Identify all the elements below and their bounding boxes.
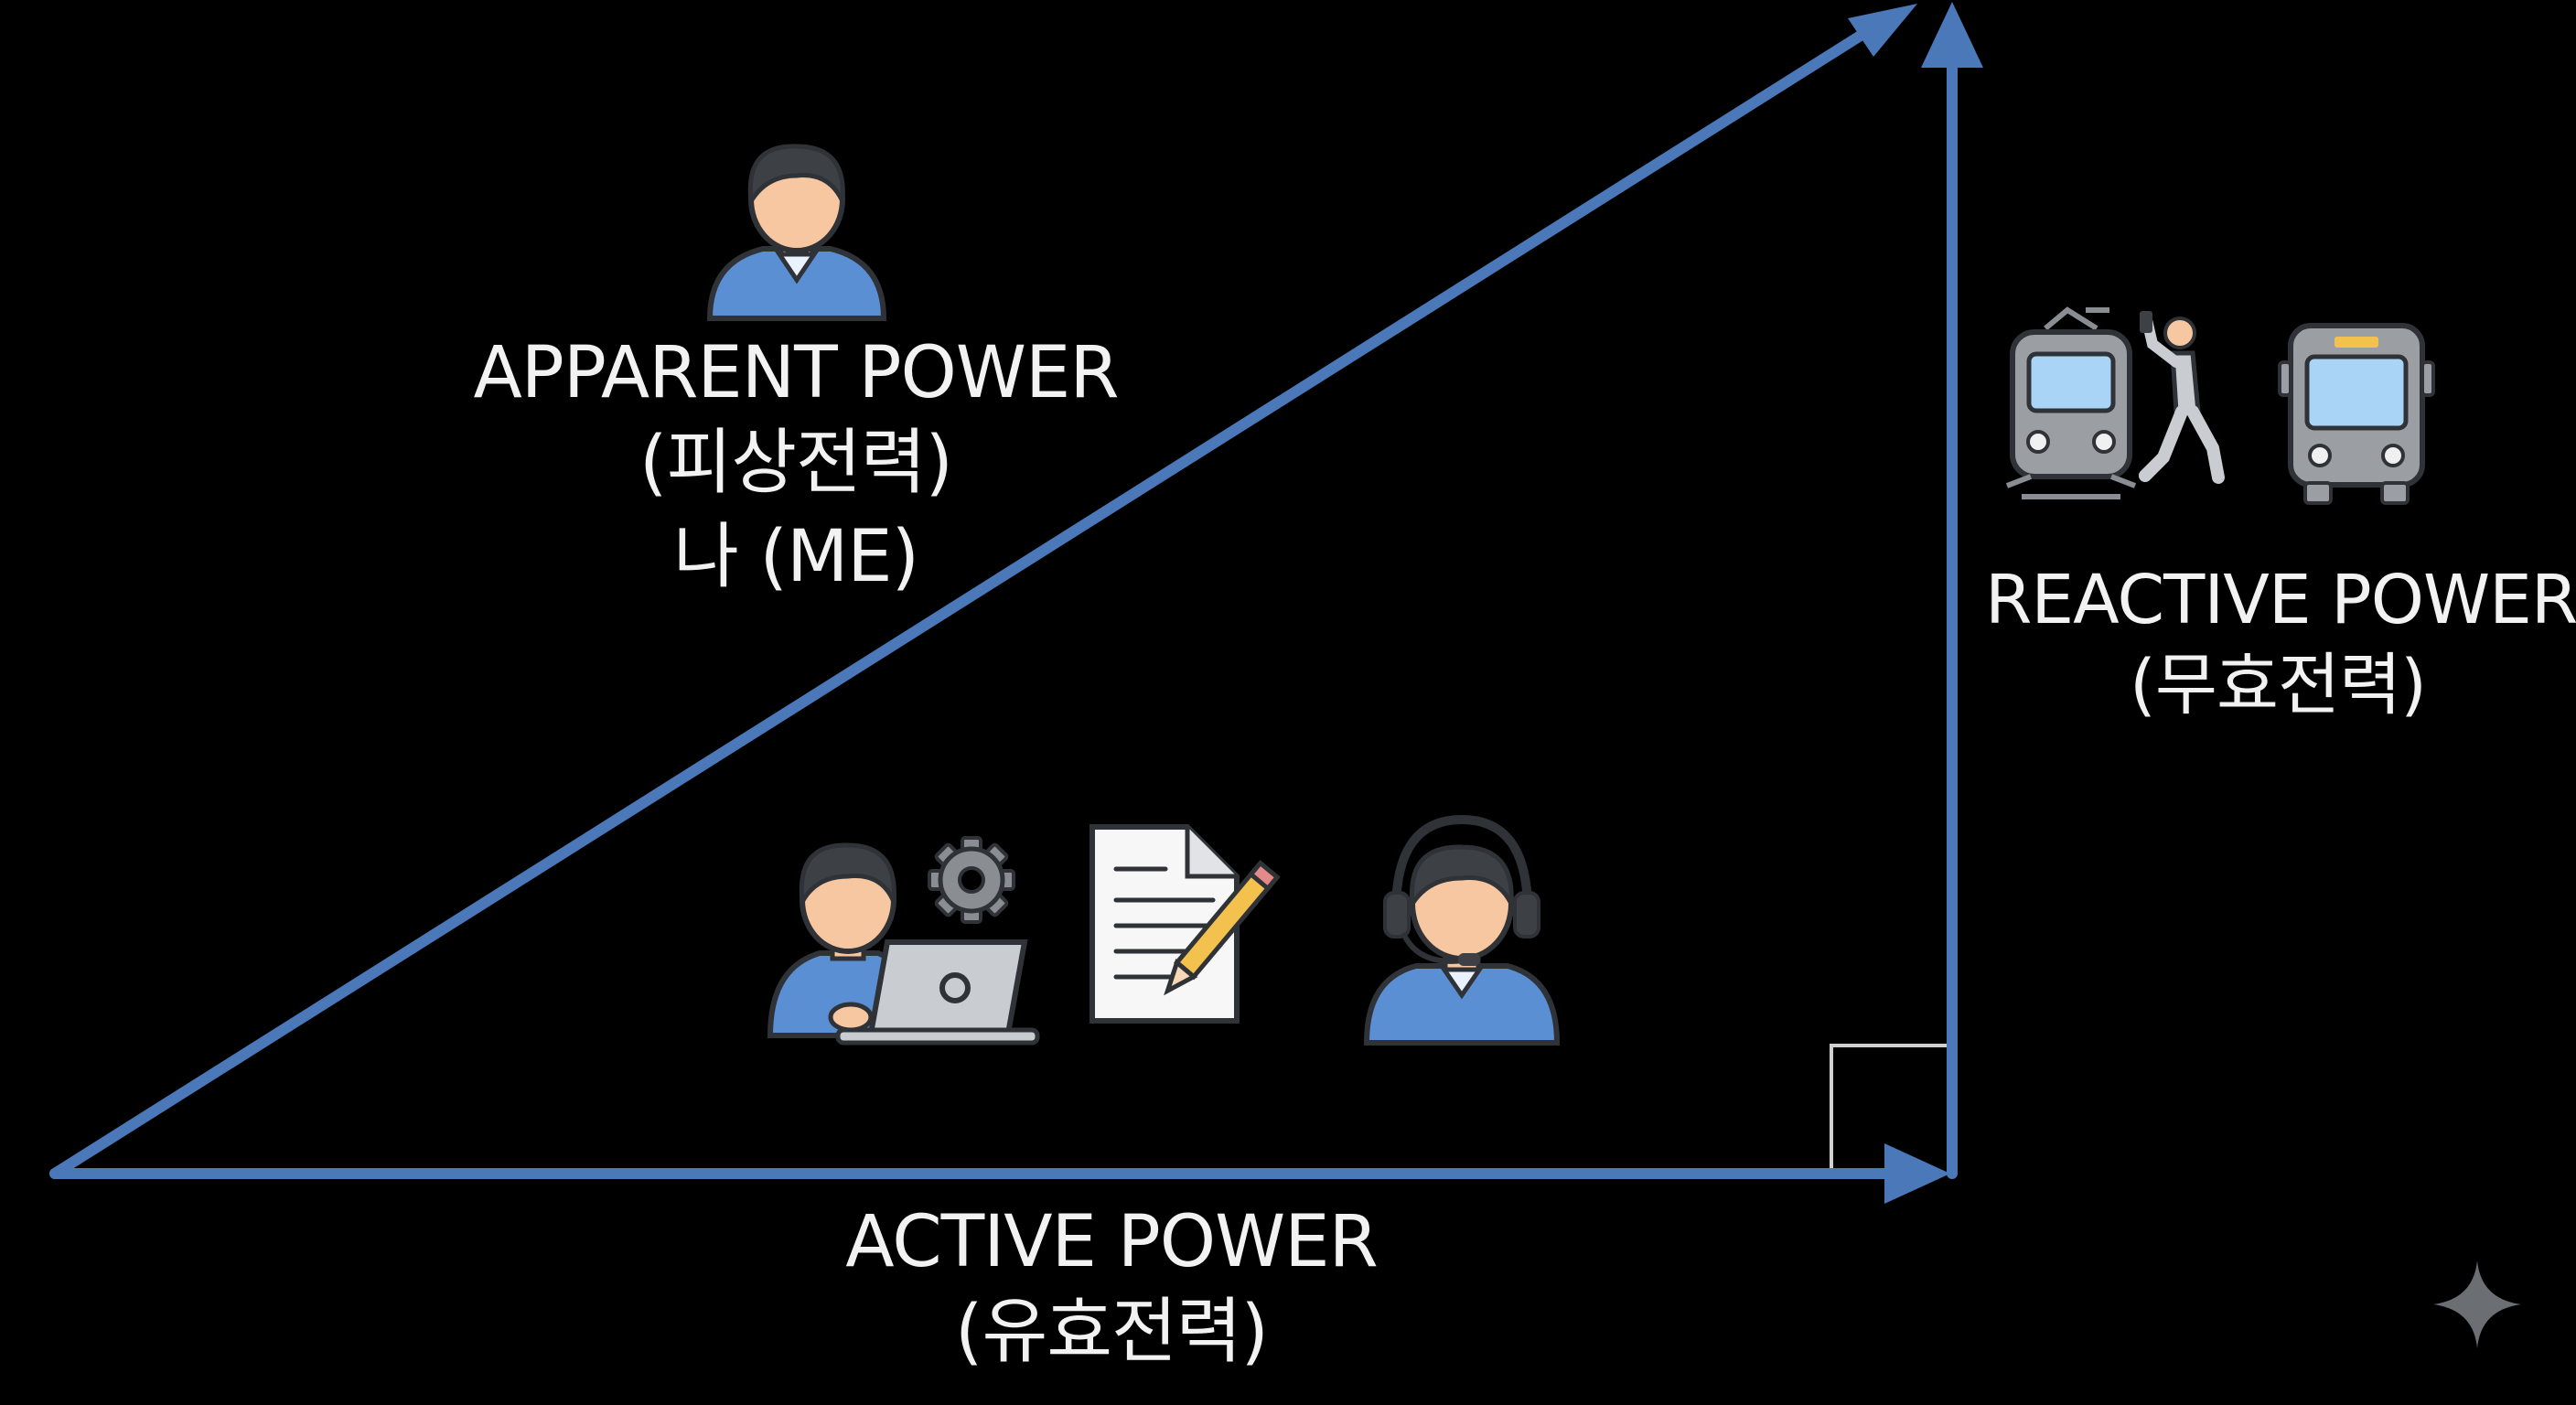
train-icon <box>2005 306 2137 499</box>
active-arrowhead <box>1884 1143 1950 1204</box>
apparent-power-label: APPARENT POWER (피상전력) 나 (ME) <box>430 329 1162 603</box>
active-power-korean: (유효전력) <box>955 1290 1269 1373</box>
reactive-power-title: REACTIVE POWER <box>1985 561 2576 639</box>
right-angle-marker <box>1830 1044 1952 1169</box>
reactive-power-label: REACTIVE POWER (무효전력) <box>1985 558 2576 727</box>
headset-agent-icon <box>1363 814 1561 1046</box>
apparent-power-title: APPARENT POWER <box>473 332 1119 414</box>
me-label: 나 (ME) <box>673 516 919 598</box>
apparent-arrowhead <box>1848 4 1917 57</box>
reactive-power-korean: (무효전력) <box>2129 645 2427 724</box>
reactive-arrowhead <box>1921 2 1983 68</box>
sparkle-icon <box>2433 1260 2521 1348</box>
gear-icon <box>928 836 1015 924</box>
apparent-power-korean: (피상전력) <box>639 421 953 504</box>
active-power-title: ACTIVE POWER <box>845 1201 1379 1283</box>
active-power-label: ACTIVE POWER (유효전력) <box>746 1198 1477 1377</box>
bus-icon <box>2278 323 2435 505</box>
apparent-power-arrow <box>49 27 1872 1179</box>
person-laptop-icon <box>767 842 1040 1046</box>
walking-person-phone-icon <box>2139 311 2225 484</box>
person-icon <box>706 144 887 321</box>
document-pencil-icon <box>1089 824 1281 1024</box>
